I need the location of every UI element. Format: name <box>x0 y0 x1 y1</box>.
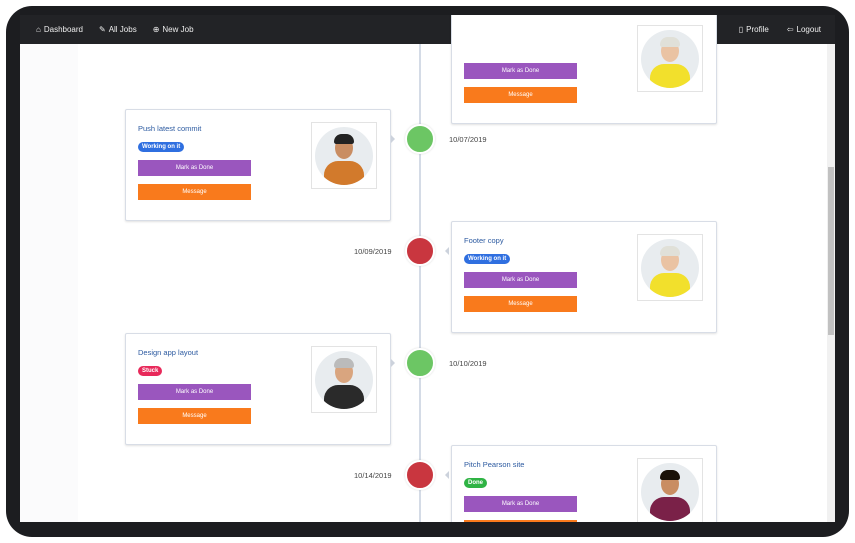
job-card: Mark as Done Message <box>451 15 717 124</box>
card-arrow <box>445 471 449 479</box>
timeline: Mark as Done Message Push latest commit … <box>20 15 827 522</box>
avatar <box>637 25 703 92</box>
status-badge: Done <box>464 478 487 488</box>
job-date: 10/07/2019 <box>449 135 487 144</box>
job-date: 10/14/2019 <box>354 471 392 480</box>
avatar <box>637 234 703 301</box>
nav-profile[interactable]: ▯Profile <box>738 25 769 34</box>
avatar <box>637 458 703 522</box>
avatar <box>311 346 377 413</box>
message-button[interactable]: Message <box>464 520 577 522</box>
timeline-dot-green <box>405 124 435 154</box>
status-badge: Working on it <box>138 142 185 152</box>
mark-as-done-button[interactable]: Mark as Done <box>464 63 577 79</box>
timeline-dot-red <box>405 236 435 266</box>
scrollbar-thumb[interactable] <box>828 167 834 335</box>
gutter <box>20 44 78 522</box>
mark-as-done-button[interactable]: Mark as Done <box>464 272 577 288</box>
mark-as-done-button[interactable]: Mark as Done <box>138 384 251 400</box>
job-title[interactable]: Footer copy <box>464 236 504 245</box>
message-button[interactable]: Message <box>138 184 251 200</box>
avatar <box>311 122 377 189</box>
job-date: 10/09/2019 <box>354 247 392 256</box>
job-card: Footer copy Working on it Mark as Done Me… <box>451 221 717 333</box>
pencil-icon: ✎ <box>98 25 106 34</box>
mark-as-done-button[interactable]: Mark as Done <box>464 496 577 512</box>
timeline-dot-green <box>405 348 435 378</box>
message-button[interactable]: Message <box>138 408 251 424</box>
message-button[interactable]: Message <box>464 296 577 312</box>
job-title[interactable]: Pitch Pearson site <box>464 460 525 469</box>
card-arrow <box>445 247 449 255</box>
logout-icon: ⇦ <box>786 25 794 34</box>
job-date: 10/10/2019 <box>449 359 487 368</box>
mark-as-done-button[interactable]: Mark as Done <box>138 160 251 176</box>
job-card: Push latest commit Working on it Mark as … <box>125 109 391 221</box>
nav-all-jobs[interactable]: ✎All Jobs <box>98 25 137 34</box>
nav-logout[interactable]: ⇦Logout <box>786 25 821 34</box>
nav-new-job[interactable]: ⊕New Job <box>152 25 194 34</box>
message-button[interactable]: Message <box>464 87 577 103</box>
plus-circle-icon: ⊕ <box>152 25 160 34</box>
card-arrow <box>391 359 395 367</box>
job-title[interactable]: Design app layout <box>138 348 199 357</box>
screen: ⌂Dashboard ✎All Jobs ⊕New Job ▯Profile ⇦… <box>20 15 835 522</box>
job-title[interactable]: Push latest commit <box>138 124 202 133</box>
timeline-dot-red <box>405 460 435 490</box>
status-badge: Working on it <box>464 254 511 264</box>
document-icon: ▯ <box>738 25 744 34</box>
timeline-line <box>419 44 421 522</box>
scrollbar[interactable] <box>827 44 835 522</box>
card-arrow <box>391 135 395 143</box>
home-icon: ⌂ <box>36 25 41 34</box>
nav-dashboard[interactable]: ⌂Dashboard <box>36 25 83 34</box>
status-badge: Stuck <box>138 366 163 376</box>
